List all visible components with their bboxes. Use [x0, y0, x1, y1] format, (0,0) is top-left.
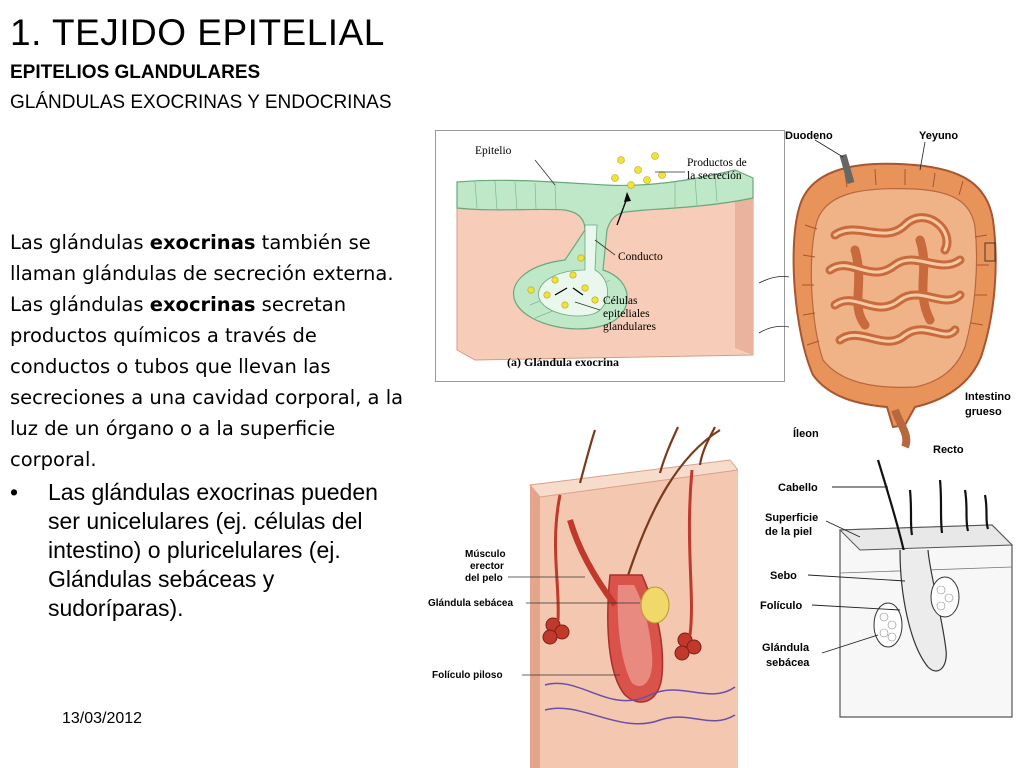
label-recto: Recto — [933, 444, 964, 455]
label-glandula-sebacea: Glándula sebácea — [428, 598, 513, 609]
bullet-text: Las glándulas exocrinas pueden ser unice… — [48, 479, 378, 621]
slide-subtitle: GLÁNDULAS EXOCRINAS Y ENDOCRINAS — [10, 92, 392, 113]
secretion-dots — [527, 152, 666, 309]
label-celulas-1: Células — [603, 295, 638, 307]
arrector-muscle — [567, 519, 618, 607]
secretion-arrow — [616, 197, 628, 226]
label-musculo-3: del pelo — [465, 573, 503, 584]
slide-title: 1. TEJIDO EPITELIAL — [10, 12, 385, 53]
label-glandula-1: Glándula — [762, 642, 810, 654]
label-musculo-1: Músculo — [465, 549, 506, 560]
duodenum — [839, 154, 855, 184]
paragraph-text-1: Las glándulas — [10, 231, 150, 254]
label-celulas-2: epiteliales — [603, 308, 650, 320]
label-superficie-1: Superficie — [765, 512, 818, 524]
label-epitelio: Epitelio — [475, 145, 512, 157]
bullet-marker: • — [10, 479, 19, 505]
label-foliculo: Folículo — [760, 600, 802, 612]
slide-date: 13/03/2012 — [62, 710, 143, 727]
paragraph-text-2: también se llaman glándulas de secreción… — [10, 231, 394, 316]
label-sebo: Sebo — [770, 570, 797, 582]
label-glandula-2: sebácea — [766, 657, 810, 669]
bullet-item: • Las glándulas exocrinas pueden ser uni… — [10, 478, 415, 623]
paragraph-bold-1: exocrinas — [149, 231, 256, 254]
label-musculo-2: erector — [470, 561, 504, 572]
label-superficie-2: de la piel — [765, 526, 812, 538]
skin-color-figure: Músculo erector del pelo Glándula sebáce… — [410, 425, 738, 768]
label-cabello: Cabello — [778, 482, 818, 494]
slide-subtitle-bold: EPITELIOS GLANDULARES — [10, 62, 261, 83]
label-yeyuno: Yeyuno — [919, 130, 958, 142]
rectum — [891, 408, 911, 449]
label-productos-1: Productos de — [687, 157, 747, 169]
gland-lumen — [538, 224, 608, 317]
intestine-figure: Duodeno Yeyuno Intestino grueso Íleon Re… — [758, 130, 1011, 455]
hair-strands — [578, 426, 721, 586]
label-productos-2: la secreción — [687, 170, 742, 182]
label-ileon: Íleon — [793, 427, 819, 440]
sweat-glands — [542, 617, 702, 661]
epidermis — [529, 459, 738, 498]
figure-caption: (a) Glándula exocrina — [507, 355, 619, 369]
exocrine-gland-figure: Epitelio Productos de la secreción Condu… — [435, 130, 785, 382]
label-duodeno: Duodeno — [785, 130, 833, 142]
label-foliculo-piloso: Folículo piloso — [432, 670, 503, 681]
label-celulas-3: glandulares — [603, 321, 657, 333]
intro-paragraph: Las glándulas exocrinas también se llama… — [10, 227, 405, 475]
sebaceous-gland — [640, 586, 670, 624]
label-intestino-1: Intestino — [965, 391, 1011, 403]
skin-sketch-figure: Cabello Superficie de la piel Sebo Folíc… — [760, 459, 1014, 718]
paragraph-text-3: secretan productos químicos a través de … — [10, 293, 404, 471]
label-intestino-2: grueso — [965, 406, 1002, 418]
label-conducto: Conducto — [618, 251, 663, 263]
paragraph-bold-2: exocrinas — [149, 293, 256, 316]
